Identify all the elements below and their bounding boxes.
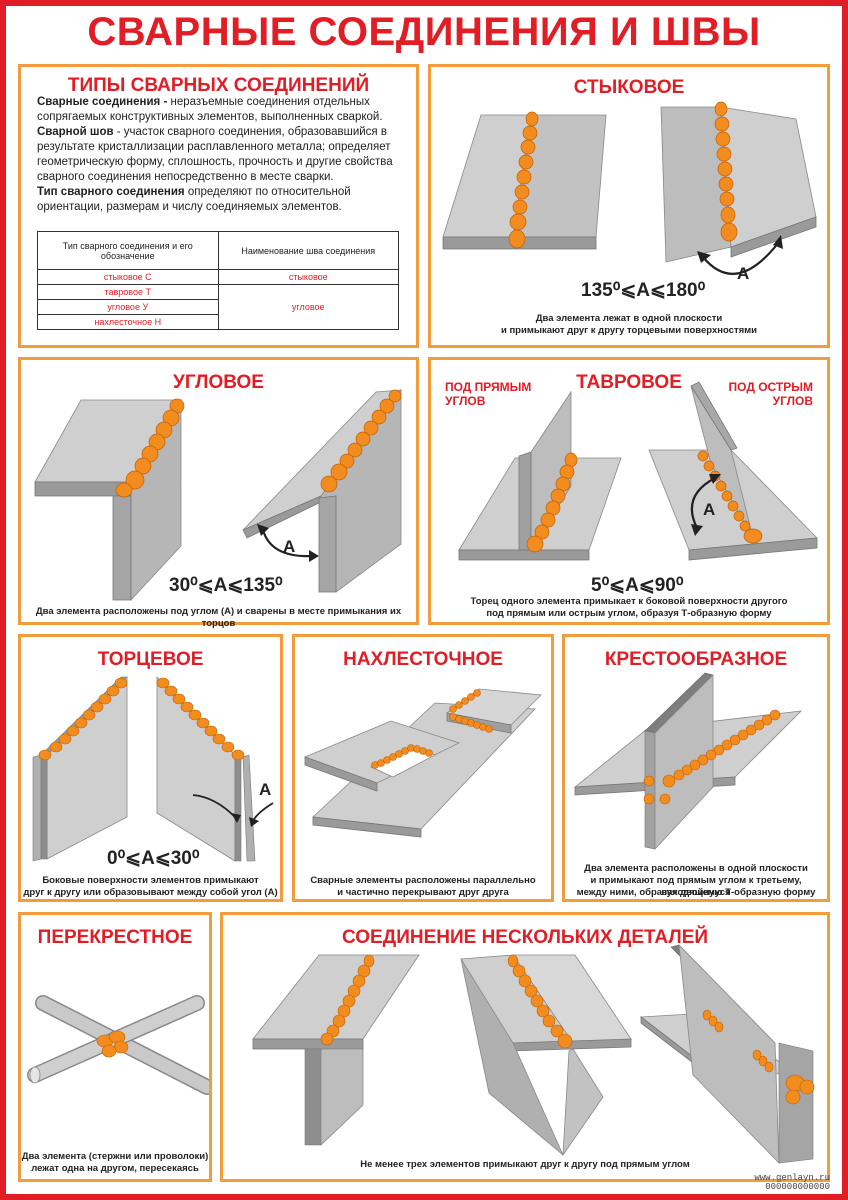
- table-cell-type: нахлесточное Н: [37, 314, 219, 330]
- multi-panel: СОЕДИНЕНИЕ НЕСКОЛЬКИХ ДЕТАЛЕЙ: [220, 912, 830, 1182]
- tee-caption-2: под прямым или острым углом, образуя Т-о…: [486, 608, 772, 619]
- tee-title: ТАВРОВОЕ: [576, 372, 682, 393]
- angle-label: А: [283, 537, 295, 556]
- edge-formula: 0⁰⩽А⩽30⁰: [107, 848, 200, 869]
- butt-formula: 135⁰⩽А⩽180⁰: [581, 280, 706, 301]
- weld-seam: [697, 450, 763, 544]
- weld-seam: [96, 1030, 129, 1058]
- term-weld-seam: Сварной шов: [37, 126, 114, 138]
- cross-panel: КРЕСТООБРАЗНОЕ Два элемента расположены …: [562, 634, 830, 902]
- tee-right-label-2: УГЛОВ: [772, 394, 813, 408]
- table-row: нахлесточное Н: [37, 314, 399, 330]
- edge-title: ТОРЦЕВОЕ: [97, 649, 204, 670]
- corner-caption-1: Два элемента расположены под углом (А) и…: [35, 606, 402, 629]
- cross-caption-3: между ними, образуя двойную Т-образную ф…: [576, 887, 816, 898]
- weld-seam: [714, 101, 738, 242]
- butt-joint-illustration: А: [442, 101, 817, 283]
- tee-left-label-2: УГЛОВ: [445, 394, 486, 408]
- def-joint-type: определяют по относительной ориентации, …: [37, 186, 351, 213]
- corner-panel: УГЛОВОЕ А 30⁰⩽А⩽135⁰ Два элемента распол…: [18, 357, 419, 629]
- butt-caption-2: и примыкают друг к другу торцевыми повер…: [500, 325, 758, 336]
- corner-joint-illustration: А: [34, 388, 402, 602]
- weld-seam: [320, 954, 375, 1046]
- weld-seam: [449, 689, 493, 733]
- footer-url[interactable]: www.genlayn.ru: [754, 1173, 830, 1183]
- tee-caption-1: Торец одного элемента примыкает к боково…: [470, 596, 788, 607]
- joint-types-table: Тип сварного соединения и его обозначени…: [37, 231, 399, 330]
- tee-panel: ТАВРОВОЕ ПОД ПРЯМЫМ УГЛОВ ПОД ОСТРЫМ УГЛ…: [428, 357, 830, 625]
- butt-title: СТЫКОВОЕ: [573, 77, 685, 98]
- lap-caption-1: Сварные элементы расположены параллельно: [310, 875, 536, 886]
- multi-joint-illustration: [252, 943, 815, 1165]
- table-cell-type: стыковое С: [37, 269, 219, 285]
- edge-joint-illustration: А: [32, 676, 274, 862]
- weld-seam: [526, 452, 578, 553]
- weld-seam: [702, 1009, 815, 1105]
- crossing-joint-illustration: [27, 995, 209, 1095]
- table-row: тавровое Т угловое: [37, 284, 399, 330]
- weld-seam: [156, 677, 245, 761]
- table-header-row: Тип сварного соединения и его обозначени…: [37, 231, 399, 270]
- weld-seam: [643, 709, 781, 805]
- tee-left-label: ПОД ПРЯМЫМ УГЛОВ: [445, 380, 531, 408]
- table-header-left: Тип сварного соединения и его обозначени…: [37, 231, 219, 270]
- types-panel: ТИПЫ СВАРНЫХ СОЕДИНЕНИЙ Сварные соединен…: [18, 64, 419, 348]
- footer-code: 000000000000: [765, 1182, 830, 1192]
- cross-joint-illustration: [573, 672, 803, 851]
- corner-formula: 30⁰⩽А⩽135⁰: [169, 575, 283, 596]
- table-cell-name: стыковое: [217, 269, 399, 285]
- table-row: стыковое С стыковое: [37, 269, 399, 285]
- def-weld-seam: - участок сварного соединения, образовав…: [37, 126, 393, 183]
- term-welded-joints: Сварные соединения -: [37, 96, 168, 108]
- weld-seam: [38, 677, 128, 761]
- corner-title: УГЛОВОЕ: [173, 372, 264, 393]
- butt-caption-1: Два элемента лежат в одной плоскости: [535, 313, 723, 324]
- multi-title: СОЕДИНЕНИЕ НЕСКОЛЬКИХ ДЕТАЛЕЙ: [341, 927, 709, 948]
- angle-label: А: [703, 500, 715, 519]
- table-cell-type: угловое У: [37, 299, 219, 315]
- cross-caption-1: Два элемента расположены в одной плоскос…: [584, 863, 808, 874]
- table-cell-name: угловое: [217, 284, 399, 330]
- butt-panel: СТЫКОВОЕ А 135⁰⩽А⩽180⁰ Два элемента лежа…: [428, 64, 830, 348]
- lap-title: НАХЛЕСТОЧНОЕ: [343, 649, 503, 670]
- tee-left-label-1: ПОД ПРЯМЫМ: [445, 380, 532, 394]
- lap-caption-2: и частично перекрывают друг друга: [337, 887, 509, 898]
- weld-seam: [320, 389, 402, 493]
- crossing-panel: ПЕРЕКРЕСТНОЕ Два элемента (стержни или п…: [18, 912, 212, 1182]
- angle-label: А: [737, 264, 749, 283]
- tee-formula: 5⁰⩽А⩽90⁰: [591, 575, 684, 596]
- tee-joint-illustration: А: [458, 381, 818, 561]
- def-welded-joints: неразъемные соединения отдельных сопряга…: [37, 96, 383, 123]
- cross-caption-2: и примыкают под прямым углом к третьему,…: [590, 875, 802, 898]
- intro-text: Сварные соединения - неразъемные соедине…: [37, 95, 407, 215]
- crossing-caption-1: Два элемента (стержни или проволоки): [21, 1151, 209, 1162]
- footer: www.genlayn.ru 000000000000: [754, 1174, 830, 1192]
- lap-joint-illustration: [303, 688, 542, 838]
- edge-panel: ТОРЦЕВОЕ А 0⁰⩽А⩽30⁰ Боковые поверхности …: [18, 634, 283, 902]
- edge-caption-2: друг к другу или образовывают между собо…: [23, 887, 278, 898]
- weld-seam: [508, 111, 539, 249]
- multi-caption-1: Не менее трех элементов примыкают друг к…: [360, 1159, 690, 1170]
- crossing-caption-2: лежат одна на другом, пересекаясь: [31, 1163, 199, 1174]
- crossing-title: ПЕРЕКРЕСТНОЕ: [37, 927, 193, 948]
- term-joint-type: Тип сварного соединения: [37, 186, 185, 198]
- table-header-right: Наименование шва соединения: [217, 231, 399, 270]
- weld-seam: [115, 398, 185, 498]
- tee-right-label-1: ПОД ОСТРЫМ: [728, 380, 813, 394]
- tee-right-label: ПОД ОСТРЫМ УГЛОВ: [729, 380, 813, 408]
- lap-panel: НАХЛЕСТОЧНОЕ Сварные элементы расположен…: [292, 634, 554, 902]
- table-cell-type: тавровое Т: [37, 284, 219, 300]
- weld-seam: [371, 744, 433, 769]
- angle-label: А: [259, 780, 271, 799]
- cross-title: КРЕСТООБРАЗНОЕ: [604, 649, 788, 670]
- page-title: СВАРНЫЕ СОЕДИНЕНИЯ И ШВЫ: [87, 10, 761, 54]
- types-title: ТИПЫ СВАРНЫХ СОЕДИНЕНИЙ: [67, 75, 370, 96]
- weld-seam: [507, 954, 573, 1049]
- edge-caption-1: Боковые поверхности элементов примыкают: [42, 875, 259, 886]
